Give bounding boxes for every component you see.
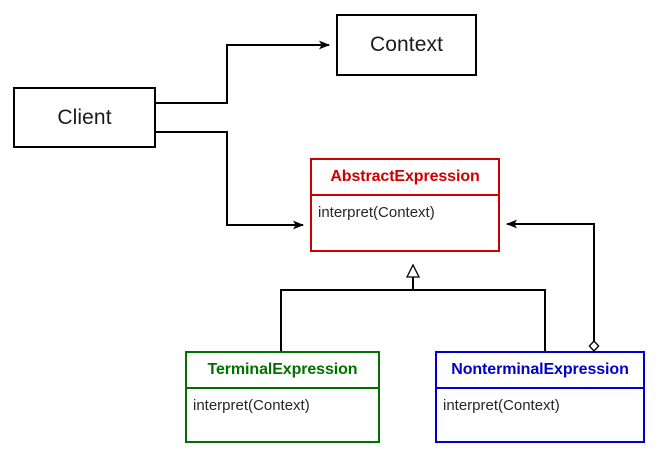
- member-interpret-context: interpret(Context): [193, 397, 310, 414]
- edge-nonterminal-aggregates-abstract-expression: [506, 219, 600, 352]
- node-nonterminal-expression[interactable]: NonterminalExpression interpret(Context): [435, 351, 645, 443]
- edge-nonterminal-inherits-abstract-expression: [413, 289, 546, 351]
- node-abstract-expression-title: AbstractExpression: [312, 160, 498, 196]
- node-context[interactable]: Context: [336, 14, 477, 76]
- node-terminal-expression[interactable]: TerminalExpression interpret(Context): [185, 351, 380, 443]
- node-terminal-expression-members: interpret(Context): [187, 389, 378, 416]
- edge-terminal-inherits-abstract-expression: [280, 289, 413, 351]
- node-abstract-expression-members: interpret(Context): [312, 196, 498, 223]
- member-interpret-context: interpret(Context): [318, 204, 435, 221]
- node-nonterminal-expression-title: NonterminalExpression: [437, 353, 643, 389]
- node-context-title: Context: [369, 33, 444, 56]
- node-client-title: Client: [57, 105, 112, 129]
- node-abstract-expression[interactable]: AbstractExpression interpret(Context): [310, 158, 500, 252]
- node-client[interactable]: Client: [13, 87, 156, 148]
- node-nonterminal-expression-members: interpret(Context): [437, 389, 643, 416]
- edge-client-uses-context: [156, 40, 330, 104]
- member-interpret-context: interpret(Context): [443, 397, 560, 414]
- node-terminal-expression-title: TerminalExpression: [187, 353, 378, 389]
- edge-client-uses-abstract-expression: [156, 131, 304, 230]
